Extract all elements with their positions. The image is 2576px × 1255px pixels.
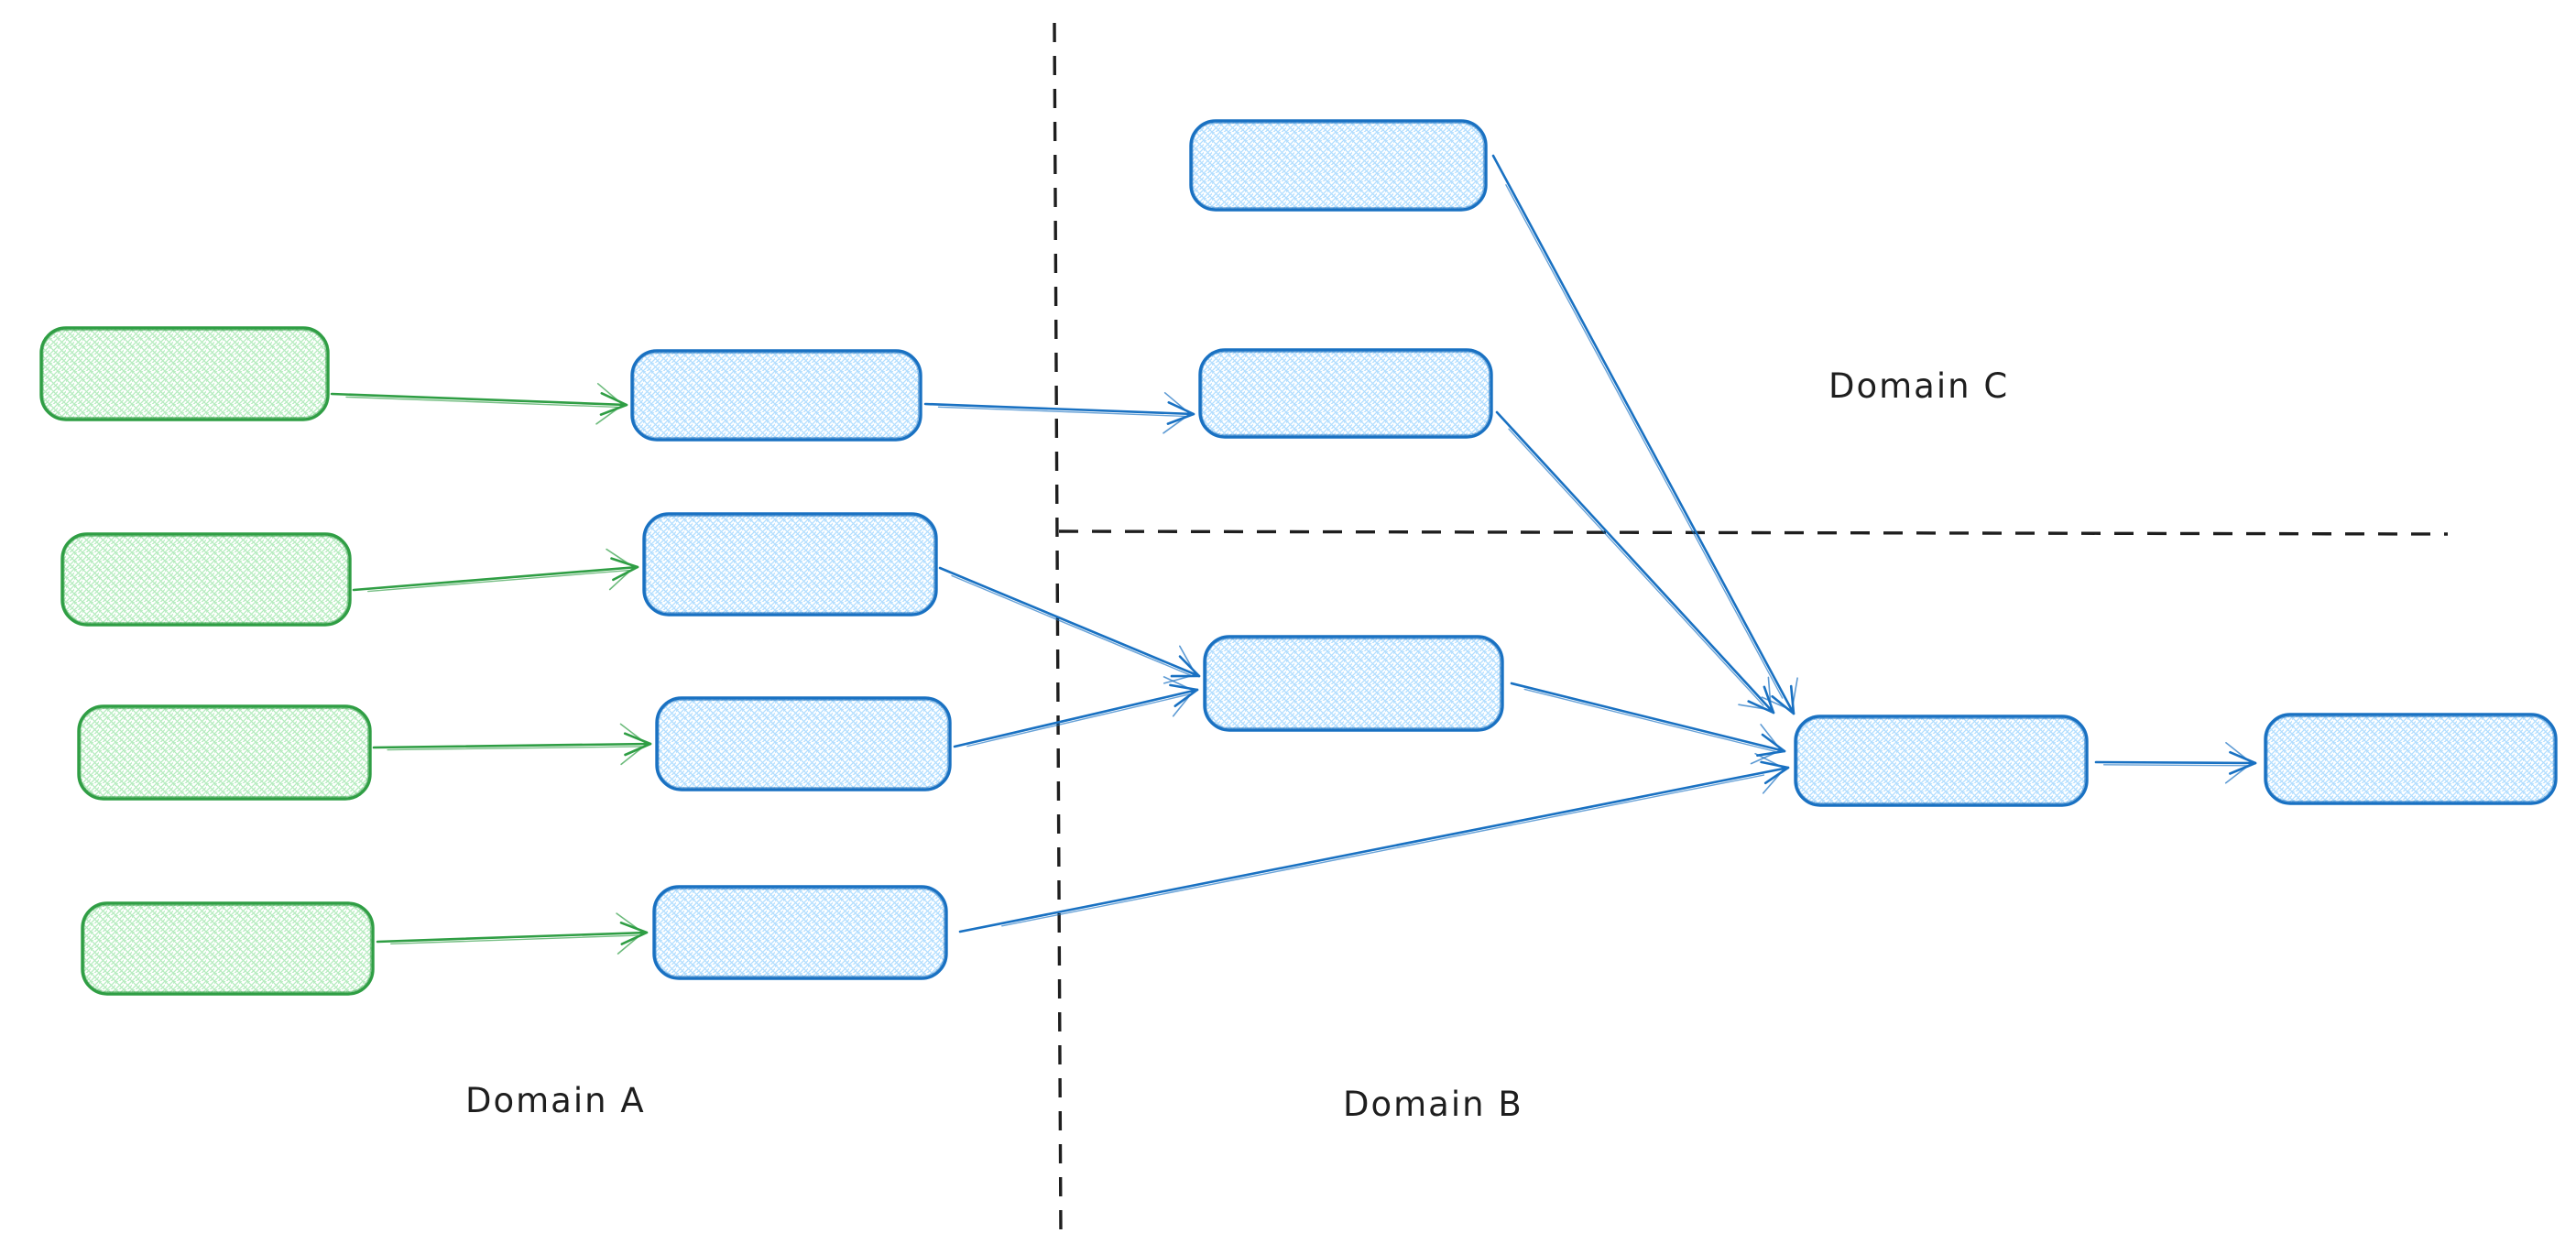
blue-box-output[interactable] (2264, 713, 2558, 805)
blue-box-converge[interactable] (1794, 715, 2089, 807)
blue-box-converge-sketch-outline (1796, 717, 2086, 804)
green-box-4[interactable] (81, 901, 375, 996)
blue-box-a2[interactable] (642, 512, 938, 617)
arrow-g2-a2[interactable] (352, 548, 639, 593)
blue-box-a1[interactable] (630, 349, 922, 442)
green-box-2-sketch-outline (63, 535, 349, 624)
blue-box-b-mid-sketch-outline (1206, 638, 1501, 729)
arrow-a2-bmid[interactable] (938, 566, 1201, 684)
domain-a-label[interactable]: Domain A (465, 1081, 646, 1120)
arrow-g1-a1[interactable] (330, 383, 628, 425)
domain-b-label[interactable]: Domain B (1343, 1085, 1523, 1124)
green-box-4-sketch-outline (83, 904, 372, 993)
blue-box-a2-sketch-outline (645, 515, 935, 614)
blue-box-a4-sketch-outline (655, 888, 945, 977)
green-box-3-sketch-outline (80, 707, 369, 798)
arrow-a1-c2[interactable] (923, 392, 1195, 434)
arrow-a3-bmid[interactable] (953, 676, 1199, 748)
blue-box-a1-sketch-outline (633, 352, 920, 439)
arrow-c1-converge[interactable] (1491, 154, 1798, 715)
blue-box-a3[interactable] (655, 696, 952, 791)
divider-vertical[interactable] (1053, 22, 1063, 1237)
arrow-g3-a3[interactable] (372, 723, 652, 766)
divider-horizontal[interactable] (1058, 529, 2449, 536)
blue-box-a3-sketch-outline (658, 699, 949, 789)
blue-box-c1[interactable] (1189, 119, 1488, 212)
blue-box-c2[interactable] (1198, 348, 1493, 439)
blue-box-c2-sketch-outline (1201, 351, 1490, 436)
arrow-a4-converge[interactable] (958, 752, 1790, 933)
arrow-converge-output[interactable] (2094, 742, 2257, 784)
blue-box-output-sketch-outline (2266, 715, 2555, 802)
green-box-1[interactable] (39, 326, 330, 421)
blue-box-a4[interactable] (652, 885, 948, 980)
blue-box-b-mid[interactable] (1203, 635, 1504, 732)
green-box-2[interactable] (60, 532, 352, 627)
blue-box-c1-sketch-outline (1192, 122, 1485, 209)
green-box-3[interactable] (77, 704, 372, 801)
arrow-bmid-converge[interactable] (1510, 682, 1786, 765)
arrow-g4-a4[interactable] (376, 912, 649, 955)
green-box-1-sketch-outline (42, 329, 327, 419)
arrow-c2-converge[interactable] (1495, 410, 1775, 715)
domain-c-label[interactable]: Domain C (1828, 366, 2010, 406)
